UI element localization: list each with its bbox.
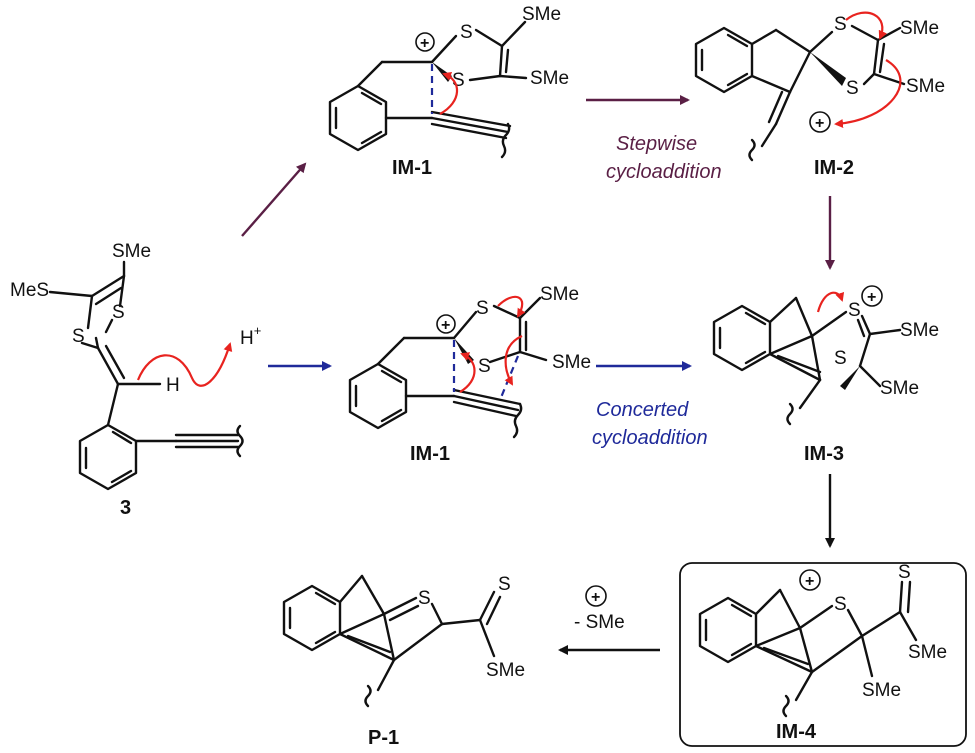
sme-group: SMe (522, 4, 561, 25)
sme-group: SMe (908, 642, 947, 663)
mes-group: MeS (10, 280, 49, 301)
h-atom: H (166, 375, 180, 396)
im4: + S S SMe SMe IM-4 (679, 562, 967, 747)
im2-label: IM-2 (814, 157, 854, 179)
elim-charge: + (591, 589, 600, 606)
s-atom-6: S (846, 78, 859, 99)
im1-mid: S S SMe SMe + IM-1 (348, 284, 591, 465)
sme-group: SMe (900, 320, 939, 341)
sme-group: SMe (900, 18, 939, 39)
s-atom-13: S (418, 588, 431, 609)
h-plus: H+ (240, 323, 261, 349)
im4-label: IM-4 (776, 721, 817, 743)
s-atom-4: S (452, 70, 465, 91)
compound-3: H S S MeS SMe 3 (10, 241, 244, 519)
s-atom-14: S (498, 574, 511, 595)
s-atom-10: S (834, 348, 847, 369)
s-atom-11: S (834, 594, 847, 615)
stepwise-label-2: cycloaddition (606, 161, 722, 183)
p1-label: P-1 (368, 727, 399, 749)
im1-mid-label: IM-1 (410, 443, 450, 465)
s-atom-2: S (112, 302, 125, 323)
elim-group: - SMe (574, 612, 625, 633)
sme-group: SMe (552, 352, 591, 373)
s-atom-12: S (898, 562, 911, 583)
reaction-arrows (241, 95, 835, 655)
svg-text:+: + (815, 115, 824, 132)
sme-group: SMe (862, 680, 901, 701)
svg-text:+: + (867, 289, 876, 306)
im3: S + S SMe SMe IM-3 (712, 285, 939, 465)
sme-group: SMe (530, 68, 569, 89)
concerted-label-1: Concerted (596, 399, 689, 421)
compound-3-label: 3 (120, 497, 131, 519)
sme-group: SMe (112, 241, 151, 262)
svg-text:+: + (420, 35, 429, 52)
protonation: H+ (136, 323, 261, 387)
s-atom-9: S (848, 300, 861, 321)
s-atom-7: S (476, 298, 489, 319)
s-atom-5: S (834, 14, 847, 35)
s-atom-3: S (460, 22, 473, 43)
arrow-3-to-im1-top (241, 162, 307, 237)
im2: + S S SMe SMe IM-2 (694, 11, 945, 179)
sme-group: SMe (906, 76, 945, 97)
svg-text:+: + (805, 573, 814, 590)
sme-group: SMe (540, 284, 579, 305)
s-atom-1: S (72, 326, 85, 347)
product-p1: S S SMe P-1 (282, 574, 525, 749)
svg-text:+: + (441, 317, 450, 334)
sme-group: SMe (486, 660, 525, 681)
sme-group: SMe (880, 378, 919, 399)
concerted-label-2: cycloaddition (592, 427, 708, 449)
im3-label: IM-3 (804, 443, 844, 465)
conditions: Stepwise cycloaddition Concerted cycload… (574, 133, 722, 633)
s-atom-8: S (478, 356, 491, 377)
stepwise-label-1: Stepwise (616, 133, 697, 155)
im1-top-label: IM-1 (392, 157, 432, 179)
im1-top: S S SMe SMe + IM-1 (328, 4, 569, 179)
